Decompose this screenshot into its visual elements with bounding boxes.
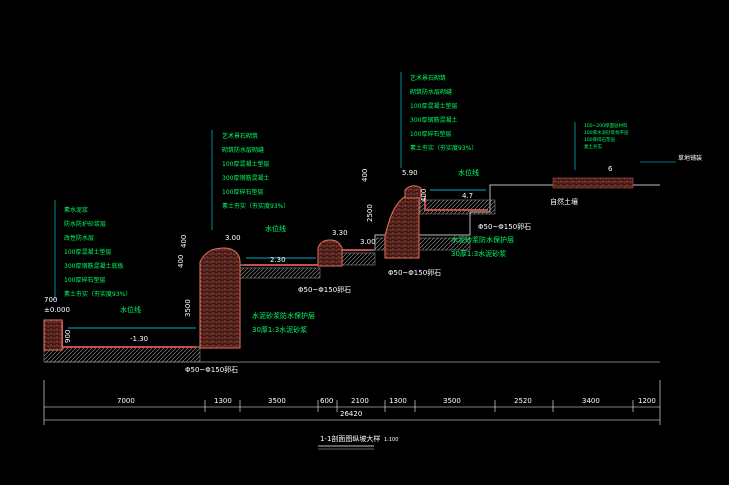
- rock-walls: [43, 185, 422, 351]
- svg-text:30厚1:3水泥砂浆: 30厚1:3水泥砂浆: [451, 249, 506, 258]
- svg-text:3.00: 3.00: [225, 234, 241, 242]
- notes-left: 素水泥浆 防水防护砂浆层 改性防水层 100厚混凝土垫层 300厚钢筋混凝土底板…: [64, 206, 131, 298]
- svg-text:水位线: 水位线: [265, 224, 286, 233]
- svg-text:艺术景石砌筑: 艺术景石砌筑: [222, 132, 258, 140]
- svg-text:100厚碎石垫层: 100厚碎石垫层: [584, 136, 616, 143]
- svg-text:900: 900: [64, 330, 72, 343]
- svg-text:3400: 3400: [582, 397, 600, 405]
- svg-text:砌筑防水层砌缝: 砌筑防水层砌缝: [222, 146, 264, 154]
- svg-text:自然土壤: 自然土壤: [550, 197, 578, 206]
- water-lines: [68, 189, 486, 329]
- svg-text:Φ50~Φ150卵石: Φ50~Φ150卵石: [478, 222, 531, 231]
- svg-text:300厚钢筋混凝土: 300厚钢筋混凝土: [222, 174, 269, 182]
- svg-text:7000: 7000: [117, 397, 135, 405]
- svg-text:4.7: 4.7: [462, 192, 473, 200]
- svg-text:1200: 1200: [638, 397, 656, 405]
- svg-text:100~200厚面层材料: 100~200厚面层材料: [584, 122, 628, 129]
- notes-right: 100~200厚面层材料 100厚水泥砂浆找平层 100厚碎石垫层 素土夯实: [584, 122, 629, 150]
- svg-text:6: 6: [608, 165, 613, 173]
- svg-text:艺术景石砌筑: 艺术景石砌筑: [410, 74, 446, 82]
- svg-text:水位线: 水位线: [458, 168, 479, 177]
- dimension-chain: [43, 380, 661, 425]
- svg-text:400: 400: [361, 169, 369, 182]
- svg-text:700: 700: [44, 296, 57, 304]
- svg-text:30厚1:3水泥砂浆: 30厚1:3水泥砂浆: [252, 325, 307, 334]
- svg-text:草地铺装: 草地铺装: [678, 154, 702, 162]
- svg-text:砌筑防水层砌缝: 砌筑防水层砌缝: [410, 88, 452, 96]
- svg-text:水位线: 水位线: [120, 305, 141, 314]
- leader-lines: [54, 72, 676, 300]
- svg-text:100厚混凝土垫层: 100厚混凝土垫层: [64, 248, 111, 256]
- svg-text:3500: 3500: [184, 299, 192, 317]
- svg-text:2.30: 2.30: [270, 256, 286, 264]
- svg-text:300厚钢筋混凝土底板: 300厚钢筋混凝土底板: [64, 262, 123, 270]
- svg-text:素水泥浆: 素水泥浆: [64, 206, 88, 214]
- svg-text:1300: 1300: [389, 397, 407, 405]
- svg-text:5.90: 5.90: [402, 169, 418, 177]
- svg-text:防水防护砂浆层: 防水防护砂浆层: [64, 220, 106, 228]
- svg-text:2100: 2100: [351, 397, 369, 405]
- svg-text:±0.000: ±0.000: [44, 306, 70, 314]
- svg-text:100厚碎石垫层: 100厚碎石垫层: [222, 188, 263, 196]
- svg-text:2500: 2500: [366, 204, 374, 222]
- svg-text:1:100: 1:100: [384, 437, 398, 443]
- dimension-values: 7000 1300 3500 600 2100 1300 3500 2520 3…: [117, 397, 656, 418]
- svg-text:素土夯实（夯实度93%）: 素土夯实（夯实度93%）: [410, 144, 477, 152]
- svg-text:600: 600: [320, 397, 333, 405]
- svg-text:1-1剖面图纵坡大样: 1-1剖面图纵坡大样: [320, 434, 380, 443]
- svg-text:素土夯实: 素土夯实: [584, 143, 602, 150]
- svg-text:3500: 3500: [443, 397, 461, 405]
- left-elevations: 700 ±0.000 900 -1.30 水位线: [44, 296, 148, 343]
- mid-elevations: 3.00 2.30 3.30 3.00 5.90 4.7 400 6 水位线 水…: [225, 165, 613, 264]
- svg-text:400: 400: [180, 235, 188, 248]
- notes-mid: 艺术景石砌筑 砌筑防水层砌缝 100厚混凝土垫层 300厚钢筋混凝土 100厚碎…: [222, 132, 289, 210]
- svg-text:300厚钢筋混凝土: 300厚钢筋混凝土: [410, 116, 457, 124]
- svg-text:素土夯实（夯实度93%）: 素土夯实（夯实度93%）: [64, 290, 131, 298]
- svg-text:400: 400: [420, 189, 428, 202]
- svg-text:3.30: 3.30: [332, 229, 348, 237]
- svg-text:100厚碎石垫层: 100厚碎石垫层: [410, 130, 451, 138]
- svg-text:2520: 2520: [514, 397, 532, 405]
- svg-text:Φ50~Φ150卵石: Φ50~Φ150卵石: [185, 365, 238, 374]
- notes-upper: 艺术景石砌筑 砌筑防水层砌缝 100厚混凝土垫层 300厚钢筋混凝土 100厚碎…: [410, 74, 477, 152]
- svg-text:-1.30: -1.30: [130, 335, 148, 343]
- svg-text:水泥砂浆防水保护层: 水泥砂浆防水保护层: [451, 235, 514, 244]
- svg-text:1300: 1300: [214, 397, 232, 405]
- svg-text:3.00: 3.00: [360, 238, 376, 246]
- svg-text:100厚碎石垫层: 100厚碎石垫层: [64, 276, 105, 284]
- svg-text:改性防水层: 改性防水层: [64, 234, 94, 242]
- svg-text:26420: 26420: [340, 410, 362, 418]
- svg-text:水泥砂浆防水保护层: 水泥砂浆防水保护层: [252, 311, 315, 320]
- callouts: Φ50~Φ150卵石 Φ50~Φ150卵石 Φ50~Φ150卵石 Φ50~Φ15…: [185, 154, 702, 374]
- svg-text:Φ50~Φ150卵石: Φ50~Φ150卵石: [388, 268, 441, 277]
- vertical-dimensions: 3500 400 400 2500 400: [177, 169, 374, 317]
- svg-text:100厚混凝土垫层: 100厚混凝土垫层: [222, 160, 269, 168]
- svg-text:Φ50~Φ150卵石: Φ50~Φ150卵石: [298, 285, 351, 294]
- svg-text:素土夯实（夯实度93%）: 素土夯实（夯实度93%）: [222, 202, 289, 210]
- svg-text:100厚混凝土垫层: 100厚混凝土垫层: [410, 102, 457, 110]
- svg-text:400: 400: [177, 255, 185, 268]
- drawing-title: 1-1剖面图纵坡大样 1:100: [318, 434, 398, 450]
- svg-text:100厚水泥砂浆找平层: 100厚水泥砂浆找平层: [584, 129, 629, 136]
- svg-text:3500: 3500: [268, 397, 286, 405]
